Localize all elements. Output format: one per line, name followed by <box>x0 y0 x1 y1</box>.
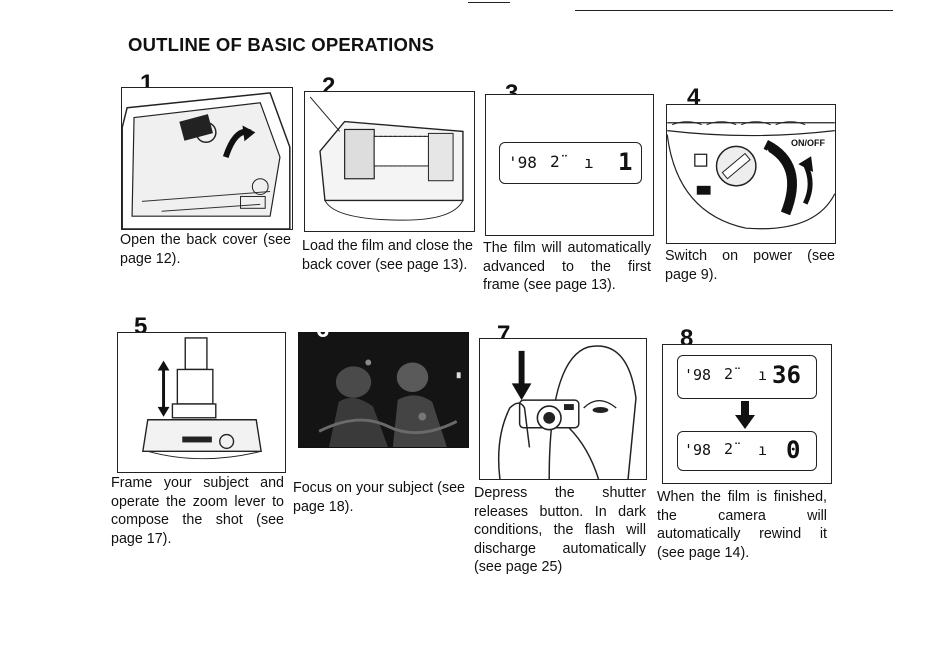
camera-back-open-icon <box>122 88 292 229</box>
power-dial-icon <box>667 105 835 243</box>
step-7-illustration <box>479 338 647 480</box>
lcd-mark: 2̈ <box>724 365 733 383</box>
lcd-frame-count: 36 <box>772 361 801 389</box>
step-4-illustration: ON/OFF <box>666 104 836 244</box>
step-5-illustration <box>117 332 286 473</box>
lcd-frame-count: 1 <box>618 148 632 176</box>
step-caption: Switch on power (see page 9). <box>665 247 835 284</box>
lcd-year: '98 <box>684 366 711 384</box>
lcd-mark: 2̈ <box>550 152 560 171</box>
film-loading-icon <box>305 92 474 231</box>
step-number: 6 <box>316 318 329 342</box>
step-caption: Load the film and close the back cover (… <box>302 237 473 274</box>
step-caption: The film will automatically advanced to … <box>483 239 651 295</box>
lcd-year: '98 <box>684 441 711 459</box>
top-rule-long <box>575 10 893 11</box>
step-caption: Focus on your subject (see page 18). <box>293 479 465 516</box>
step-6-photo <box>298 332 469 448</box>
zoom-lever-icon <box>118 333 285 472</box>
lcd-separator: ı <box>758 366 767 384</box>
on-off-label: ON/OFF <box>791 138 831 148</box>
subject-photo-image <box>299 333 468 447</box>
lcd-frame-count: 0 <box>786 436 800 464</box>
lcd-year: '98 <box>508 153 537 172</box>
lcd-display-top: '98 2̈ ı 36 <box>677 355 817 399</box>
lcd-display-bottom: '98 2̈ ı 0 <box>677 431 817 471</box>
step-caption: Depress the shutter releases button. In … <box>474 484 646 577</box>
lcd-separator: ı <box>584 153 594 172</box>
arrow-down-icon <box>735 401 755 431</box>
lcd-separator: ı <box>758 441 767 459</box>
page-title: OUTLINE OF BASIC OPERATIONS <box>128 34 434 56</box>
step-8-illustration: '98 2̈ ı 36 '98 2̈ ı 0 <box>662 344 832 484</box>
step-1-illustration <box>121 87 293 230</box>
shutter-release-icon <box>480 339 646 479</box>
step-caption: When the film is finished, the camera wi… <box>657 488 827 562</box>
top-rule-short <box>468 2 510 3</box>
step-3-illustration: '98 2̈ ı 1 <box>485 94 654 236</box>
step-caption: Open the back cover (see page 12). <box>120 231 291 268</box>
lcd-mark: 2̈ <box>724 440 733 458</box>
lcd-display: '98 2̈ ı 1 <box>499 142 642 184</box>
step-caption: Frame your subject and operate the zoom … <box>111 474 284 548</box>
step-2-illustration <box>304 91 475 232</box>
